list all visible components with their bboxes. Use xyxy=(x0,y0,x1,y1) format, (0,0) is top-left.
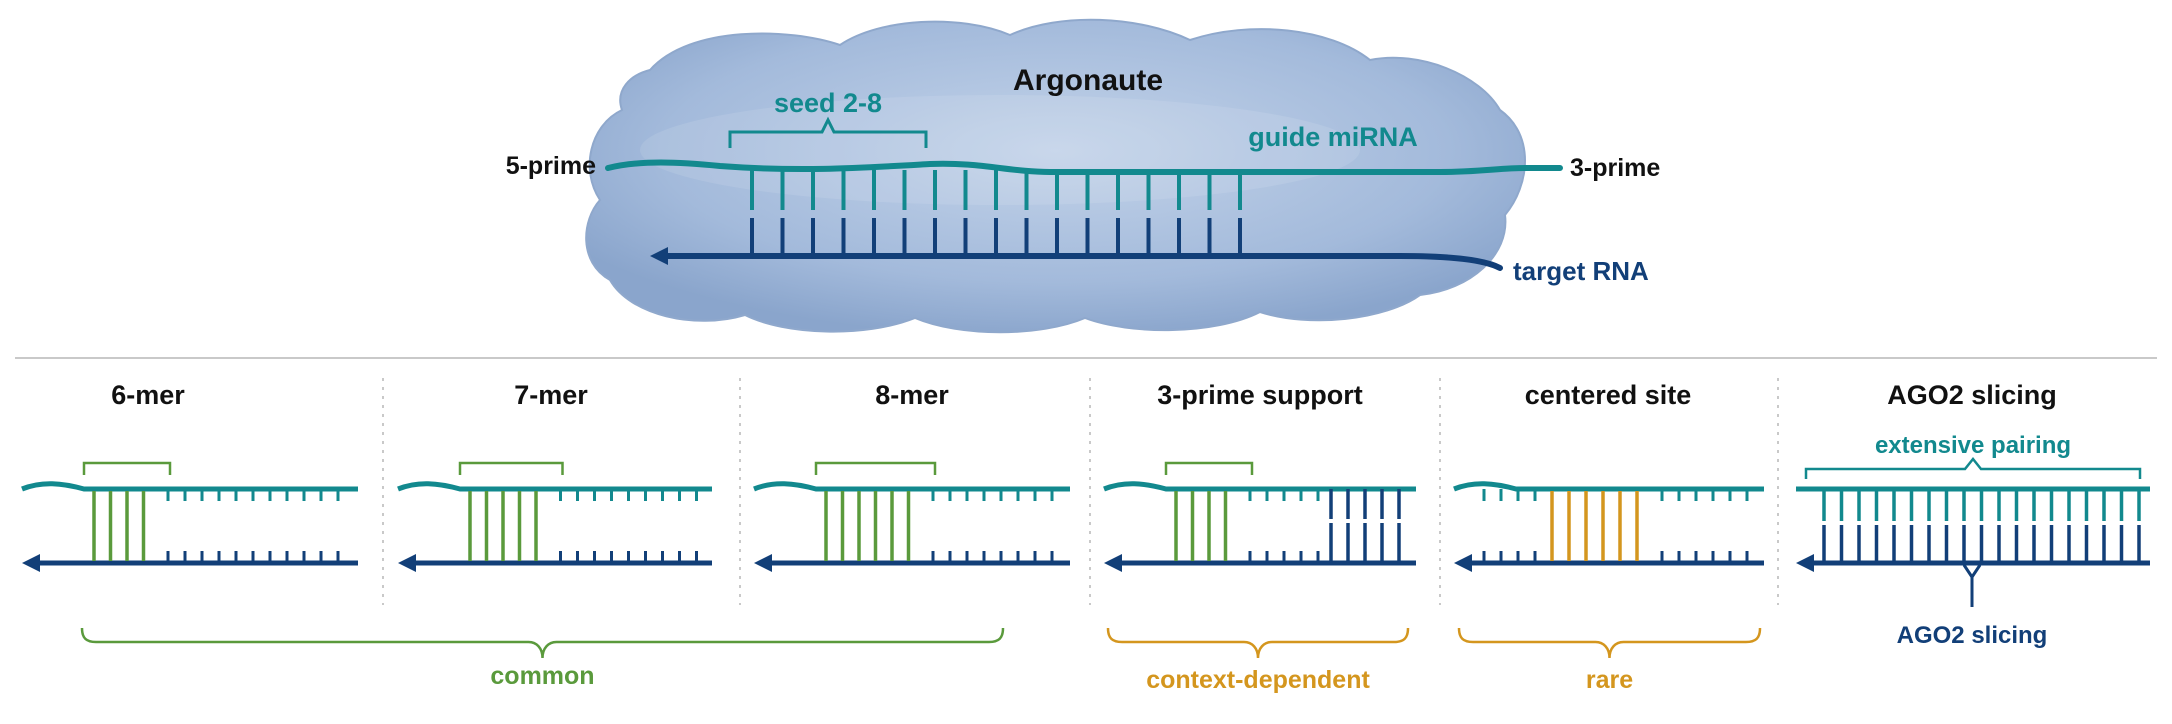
panel-2: 7-mer xyxy=(397,380,712,572)
panel-title: 6-mer xyxy=(111,380,185,410)
group-context-dependent: context-dependent xyxy=(1106,627,1410,694)
target-rna-label: target RNA xyxy=(1513,256,1649,286)
seed-bracket xyxy=(728,116,928,148)
group-common: common xyxy=(80,627,1005,690)
group-bracket xyxy=(80,627,1005,659)
group-rare: rare xyxy=(1457,627,1762,694)
panel-3: 8-mer xyxy=(753,380,1070,572)
frequency-groups: common context-dependent rare xyxy=(80,627,1762,694)
seed-bracket xyxy=(82,461,172,475)
guide-strand xyxy=(1103,481,1416,492)
panel-4: 3-prime support xyxy=(1103,380,1416,572)
extensive-pairing-bracket xyxy=(1804,456,2142,479)
guide-strand xyxy=(1453,481,1764,492)
guide-strand xyxy=(753,481,1070,492)
seed-bracket xyxy=(1164,461,1254,475)
panel-5: centered site xyxy=(1453,380,1764,572)
target-arrow xyxy=(22,554,40,572)
slice-mark xyxy=(1962,564,1982,580)
top-duplex xyxy=(605,159,1563,271)
guide-strand xyxy=(21,481,358,492)
target-arrow xyxy=(1454,554,1472,572)
guide-mirna-label: guide miRNA xyxy=(1248,122,1418,152)
target-strand xyxy=(662,253,1503,271)
target-arrow xyxy=(754,554,772,572)
panel-title: centered site xyxy=(1525,380,1692,410)
target-arrow xyxy=(1104,554,1122,572)
target-arrow xyxy=(398,554,416,572)
guide-strand xyxy=(605,159,1563,175)
panel-title: 8-mer xyxy=(875,380,949,410)
group-bracket xyxy=(1457,627,1762,659)
ago2-slicing-label: AGO2 slicing xyxy=(1897,622,2048,649)
panel-title: AGO2 slicing xyxy=(1887,380,2057,410)
argonaute-label: Argonaute xyxy=(1013,64,1163,97)
target-arrow xyxy=(650,247,668,265)
binding-site-panels: 6-mer 7-mer 8-mer 3-prime support centered s… xyxy=(21,378,2150,649)
seed-bracket xyxy=(814,461,937,475)
target-arrow xyxy=(1796,554,1814,572)
panel-title: 7-mer xyxy=(514,380,588,410)
three-prime-label: 3-prime xyxy=(1570,154,1660,182)
panel-1: 6-mer xyxy=(21,380,358,572)
group-label: common xyxy=(490,662,594,690)
group-label: rare xyxy=(1586,666,1633,694)
argonaute-complex: Argonaute seed 2-8 guide miRNA 5-prime 3… xyxy=(506,18,1660,334)
extensive-pairing-label: extensive pairing xyxy=(1875,432,2071,459)
group-bracket xyxy=(1106,627,1410,659)
panel-title: 3-prime support xyxy=(1157,380,1363,410)
guide-strand xyxy=(397,481,712,492)
five-prime-label: 5-prime xyxy=(506,152,596,180)
seed-bracket xyxy=(458,461,564,475)
group-label: context-dependent xyxy=(1146,666,1370,694)
seed-label: seed 2-8 xyxy=(774,88,882,118)
